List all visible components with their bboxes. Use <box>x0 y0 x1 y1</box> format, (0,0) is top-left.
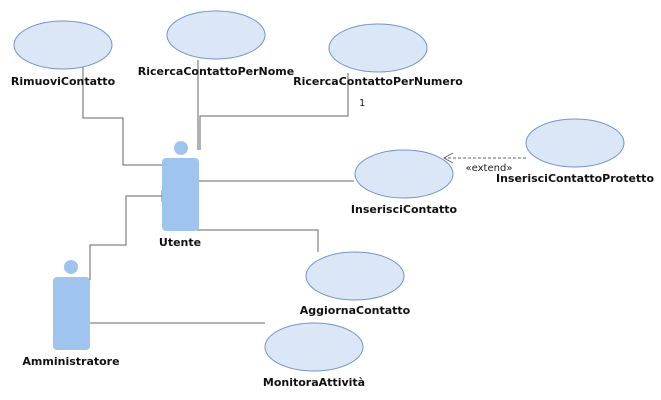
usecase-monitora-attivita[interactable] <box>264 322 364 372</box>
label-monitora-attivita: MonitoraAttività <box>263 376 365 389</box>
actor-amministratore[interactable] <box>53 260 90 350</box>
usecase-ricerca-contatto-per-nome[interactable] <box>166 10 266 60</box>
label-inserisci-contatto: InserisciContatto <box>351 203 458 216</box>
generalization-amministratore-utente <box>89 195 162 280</box>
multiplicity-label: 1 <box>359 98 365 109</box>
label-actor-amministratore: Amministratore <box>22 355 119 368</box>
actor-utente[interactable] <box>162 141 199 231</box>
assoc-ricerca-numero-utente <box>199 73 349 150</box>
usecase-ricerca-contatto-per-numero[interactable] <box>328 23 428 73</box>
extend-stereotype-label: «extend» <box>466 163 513 174</box>
usecase-rimuovi-contatto[interactable] <box>13 20 113 70</box>
actor-utente-head <box>174 141 188 155</box>
label-actor-utente: Utente <box>159 236 201 249</box>
usecase-inserisci-contatto-protetto[interactable] <box>525 118 625 168</box>
actor-amministratore-head <box>64 260 78 274</box>
assoc-rimuovi-utente <box>82 67 165 166</box>
label-ricerca-contatto-per-nome: RicercaContattoPerNome <box>138 65 294 78</box>
label-rimuovi-contatto: RimuoviContatto <box>11 75 116 88</box>
usecase-inserisci-contatto[interactable] <box>354 149 454 199</box>
actor-amministratore-body <box>53 277 90 350</box>
label-inserisci-contatto-protetto: InserisciContattoProtetto <box>496 172 654 185</box>
actor-utente-body <box>162 158 199 231</box>
label-ricerca-contatto-per-numero: RicercaContattoPerNumero <box>293 75 463 88</box>
label-aggiorna-contatto: AggiornaContatto <box>300 304 411 317</box>
usecase-aggiorna-contatto[interactable] <box>305 251 405 301</box>
extend-arrowhead <box>442 152 454 164</box>
assoc-aggiorna-utente <box>190 229 319 252</box>
